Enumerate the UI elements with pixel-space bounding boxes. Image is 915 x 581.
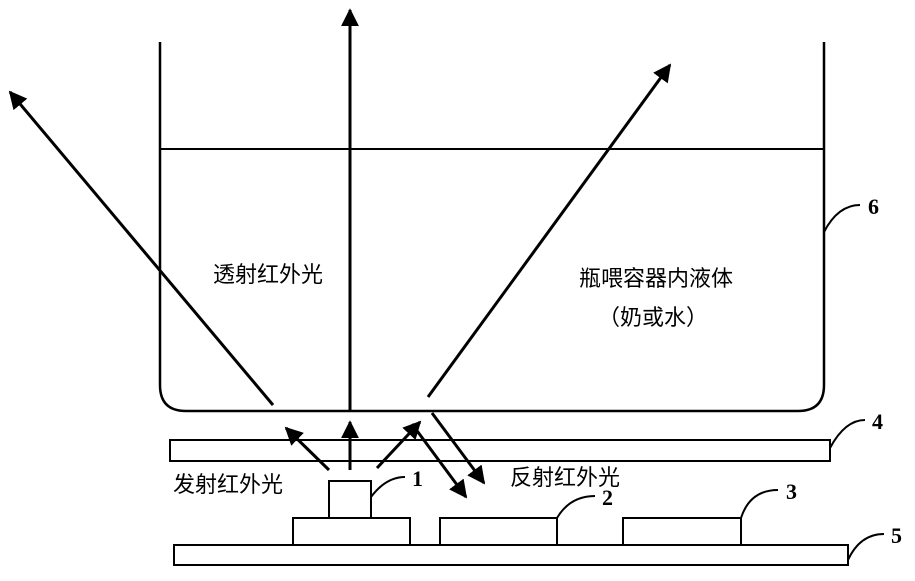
marker-2: 2 [602,485,613,510]
emitter-1 [329,481,371,518]
plate-4 [170,440,830,461]
label-transmitted: 透射红外光 [213,263,323,288]
leader-1 [371,477,405,497]
container-outline [160,42,824,411]
marker-4: 4 [872,409,883,434]
leader-4 [830,420,865,448]
component-2-left [293,518,410,545]
leader-3 [741,490,778,518]
arrow-reflected-2 [432,413,484,483]
label-liquid-line2: （奶或水） [598,306,708,331]
label-emitted: 发射红外光 [173,473,283,498]
base-plate-5 [174,545,848,565]
arrow-transmitted-left [10,92,273,405]
marker-3: 3 [786,479,797,504]
leader-6 [824,205,860,232]
arrow-transmitted-right [428,65,670,397]
leader-2 [557,496,595,518]
marker-5: 5 [891,523,902,548]
marker-6: 6 [868,194,879,219]
leader-5 [848,534,884,560]
label-liquid-line1: 瓶喂容器内液体 [579,267,733,292]
marker-1: 1 [412,466,423,491]
component-3 [623,518,741,545]
arrow-emitted-left [286,428,329,470]
component-2-right [440,518,557,545]
